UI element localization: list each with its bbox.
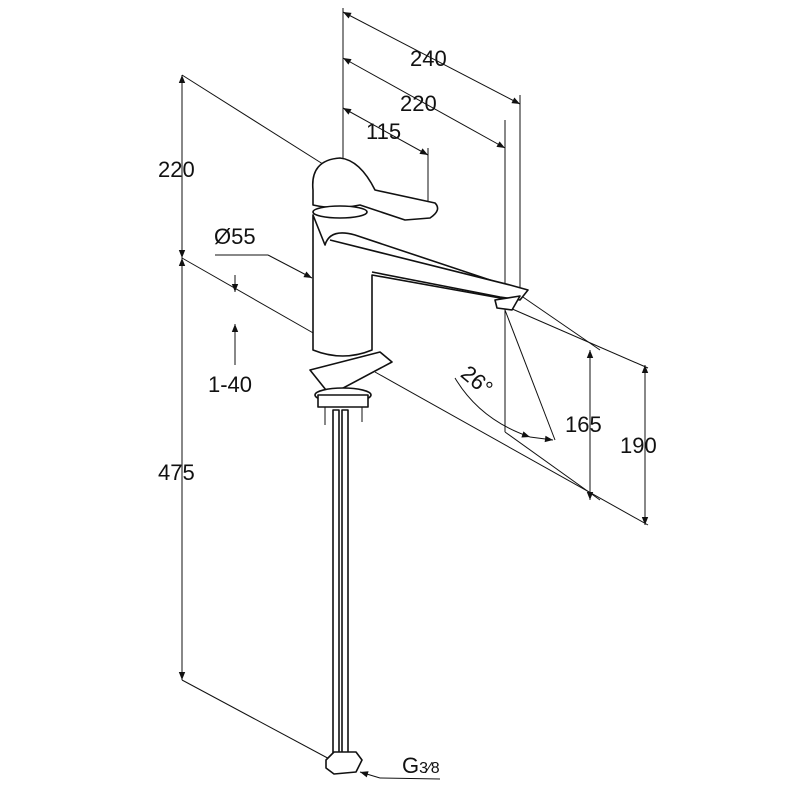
faucet-illustration xyxy=(309,157,529,775)
top-dimension-lines xyxy=(342,8,521,432)
dim-165-label: 165 xyxy=(565,412,602,437)
dim-475-label: 475 xyxy=(158,460,195,485)
connection-thread-label: G3⁄8 xyxy=(402,753,440,779)
dim-diameter-label: Ø55 xyxy=(214,224,256,249)
connection-leader xyxy=(359,771,441,780)
dim-220-left-label: 220 xyxy=(158,157,195,182)
dim-115-label: 115 xyxy=(366,119,402,144)
dim-220-top-label: 220 xyxy=(400,91,437,116)
dim-thickness-label: 1-40 xyxy=(208,372,253,397)
dim-190-label: 190 xyxy=(620,433,657,458)
dim-240-label: 240 xyxy=(410,46,447,71)
connection-base: G xyxy=(402,753,420,778)
right-dimension-lines xyxy=(374,294,649,526)
connection-fraction: 3⁄8 xyxy=(419,760,440,777)
left-dimension-lines xyxy=(178,74,346,763)
